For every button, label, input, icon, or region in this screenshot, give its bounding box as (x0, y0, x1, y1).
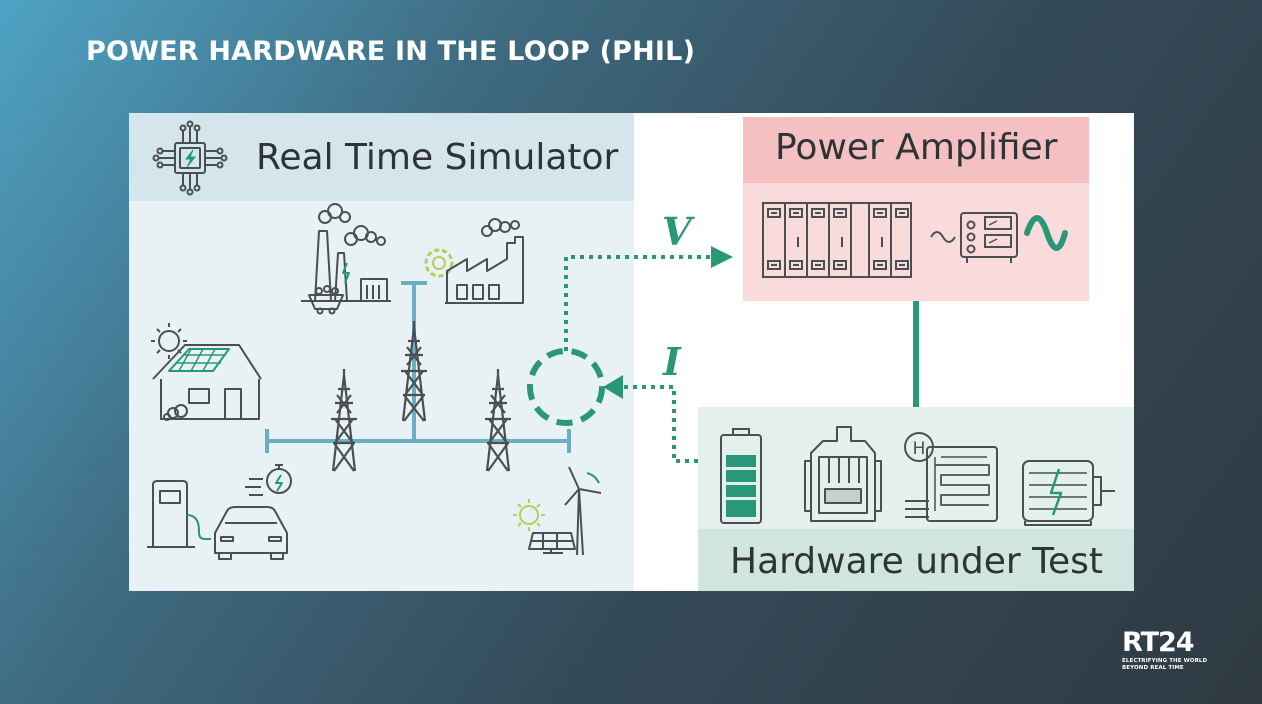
phil-diagram: H Real Time Simulator Power Amplifier Ha… (129, 113, 1134, 591)
renewable-energy-icon (513, 466, 602, 556)
interface-node (527, 348, 605, 426)
logo-name: RT24 (1122, 627, 1195, 658)
power-plant-icon (301, 203, 391, 315)
transmission-tower-icon (485, 369, 511, 472)
grid-lines (265, 281, 571, 453)
diagram-canvas: H (129, 113, 1134, 591)
slide-title: POWER HARDWARE IN THE LOOP (PHIL) (86, 36, 696, 67)
hydrogen-heater-icon (904, 432, 998, 522)
simulator-label: Real Time Simulator (256, 137, 619, 178)
transformer-icon (804, 426, 882, 522)
current-symbol: I (663, 339, 681, 384)
voltage-symbol: V (662, 209, 692, 254)
processor-chip-icon (152, 120, 228, 196)
rt24-logo: RT24 ELECTRIFYING THE WORLD BEYOND REAL … (1122, 628, 1222, 680)
logo-tagline-line1: ELECTRIFYING THE WORLD (1122, 658, 1208, 664)
factory-icon (424, 218, 524, 304)
hydrogen-symbol: H (913, 439, 926, 459)
hut-label: Hardware under Test (730, 541, 1104, 582)
transmission-tower-icon (331, 369, 357, 472)
amplifier-rack-icon (762, 202, 912, 278)
ev-charging-icon (147, 464, 292, 560)
voltage-signal-arrow (564, 246, 733, 351)
battery-icon (720, 428, 762, 524)
amplifier-label: Power Amplifier (775, 127, 1058, 168)
power-supply-icon (930, 212, 1068, 263)
amplifier-header (743, 117, 1089, 183)
hut-header (698, 529, 1134, 591)
electric-motor-icon (1022, 460, 1115, 526)
transmission-tower-icon (401, 321, 427, 422)
solar-house-icon (151, 323, 262, 421)
logo-tagline-line2: BEYOND REAL TIME (1122, 665, 1184, 671)
current-signal-arrow (603, 375, 698, 463)
